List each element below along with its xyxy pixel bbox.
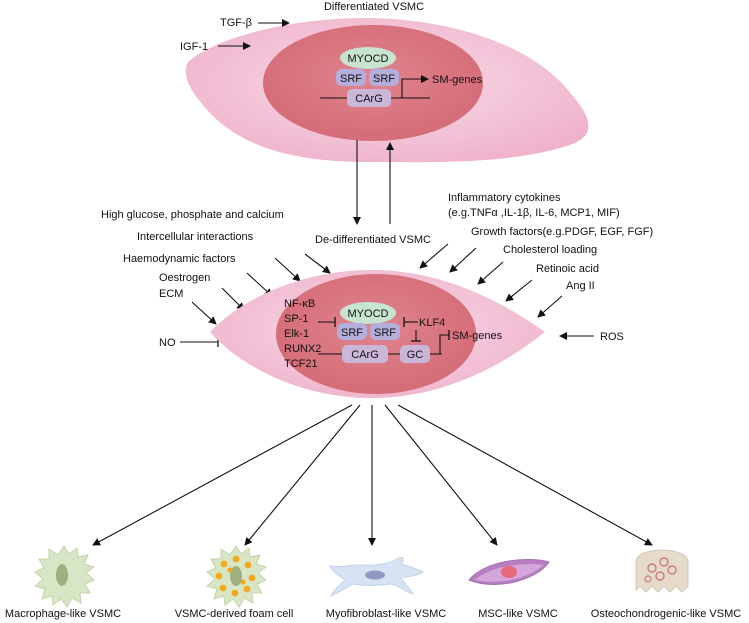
factor-inflammatory-2: (e.g.TNFα ,IL-1β, IL-6, MCP1, MIF) bbox=[448, 207, 620, 219]
factor-haemodynamic: Haemodynamic factors bbox=[123, 253, 236, 265]
oestrogen-arrow bbox=[221, 287, 245, 311]
dedifferentiated-label: De-differentiated VSMC bbox=[315, 234, 431, 246]
tf-runx2: RUNX2 bbox=[284, 343, 321, 355]
arrow-to-msc bbox=[384, 404, 498, 546]
top-genes-arrow bbox=[401, 75, 429, 98]
bottom-myocd-label: MYOCD bbox=[348, 308, 389, 320]
myofibroblast-icon bbox=[329, 557, 424, 597]
bottom-srf-right-label: SRF bbox=[374, 327, 396, 339]
bottom-genes-label: SM-genes bbox=[452, 330, 503, 342]
bottom-myocd bbox=[340, 302, 396, 324]
factor-retinoic: Retinoic acid bbox=[536, 263, 599, 275]
ecm-arrow bbox=[191, 301, 217, 325]
factor-intercellular: Intercellular interactions bbox=[137, 231, 254, 243]
bottom-gc-box bbox=[400, 345, 430, 363]
arrow-to-osteochondrogenic bbox=[397, 404, 653, 546]
phenotype-macrophage: Macrophage-like VSMC bbox=[5, 608, 121, 620]
ang-arrow bbox=[537, 295, 563, 318]
factor-ecm: ECM bbox=[159, 288, 183, 300]
phenotype-msc: MSC-like VSMC bbox=[478, 608, 558, 620]
intercellular-arrow bbox=[274, 257, 301, 282]
phenotype-myofibroblast: Myofibroblast-like VSMC bbox=[326, 608, 446, 620]
arrow-to-foam-cell bbox=[244, 404, 361, 546]
macrophage-icon bbox=[33, 545, 96, 608]
top-srf-right-label: SRF bbox=[373, 73, 395, 85]
cholesterol-arrow bbox=[477, 261, 504, 285]
factor-high-glucose: High glucose, phosphate and calcium bbox=[101, 209, 284, 221]
bottom-genes-connector bbox=[439, 334, 449, 354]
msc-icon bbox=[468, 558, 550, 585]
tf-nfkb: NF-κB bbox=[284, 298, 315, 310]
phenotype-foam-cell: VSMC-derived foam cell bbox=[175, 608, 294, 620]
tf-elk1: Elk-1 bbox=[284, 328, 309, 340]
top-srf-left bbox=[336, 69, 366, 86]
high-glucose-arrow bbox=[304, 253, 331, 274]
top-carg-label: CArG bbox=[355, 93, 383, 105]
foam-cell-icon bbox=[205, 545, 268, 608]
tgf-beta-label: TGF-β bbox=[220, 17, 252, 29]
bottom-carg-label: CArG bbox=[351, 349, 379, 361]
tf-tcf21: TCF21 bbox=[284, 358, 318, 370]
factor-oestrogen: Oestrogen bbox=[159, 272, 210, 284]
haemodynamic-arrow bbox=[246, 272, 273, 297]
factor-no: NO bbox=[159, 337, 176, 349]
top-srf-left-label: SRF bbox=[340, 73, 362, 85]
tf-sp1: SP-1 bbox=[284, 313, 308, 325]
growth-arrow bbox=[449, 247, 477, 273]
factor-cholesterol: Cholesterol loading bbox=[503, 244, 597, 256]
bottom-srf-left bbox=[337, 323, 367, 340]
bottom-carg-box bbox=[342, 345, 388, 363]
factor-ang: Ang II bbox=[566, 280, 595, 292]
arrow-to-macrophage bbox=[92, 404, 353, 546]
phenotype-osteochondrogenic: Osteochondrogenic-like VSMC bbox=[591, 608, 741, 620]
top-myocd bbox=[340, 47, 396, 69]
bottom-klf4: KLF4 bbox=[419, 317, 445, 329]
osteochondrogenic-icon bbox=[635, 549, 689, 593]
top-srf-right bbox=[369, 69, 399, 86]
top-myocd-label: MYOCD bbox=[348, 53, 389, 65]
factor-ros: ROS bbox=[600, 331, 624, 343]
bottom-srf-right bbox=[370, 323, 400, 340]
igf-1-label: IGF-1 bbox=[180, 41, 208, 53]
top-carg-box bbox=[347, 89, 391, 107]
retinoic-arrow bbox=[505, 279, 533, 302]
inflammatory-arrow bbox=[419, 243, 449, 269]
factor-inflammatory-1: Inflammatory cytokines bbox=[448, 192, 561, 204]
bottom-gc-label: GC bbox=[407, 349, 424, 361]
top-cell-title: Differentiated VSMC bbox=[324, 1, 424, 13]
factor-growth: Growth factors(e.g.PDGF, EGF, FGF) bbox=[471, 226, 653, 238]
bottom-srf-left-label: SRF bbox=[341, 327, 363, 339]
top-genes-label: SM-genes bbox=[432, 74, 483, 86]
